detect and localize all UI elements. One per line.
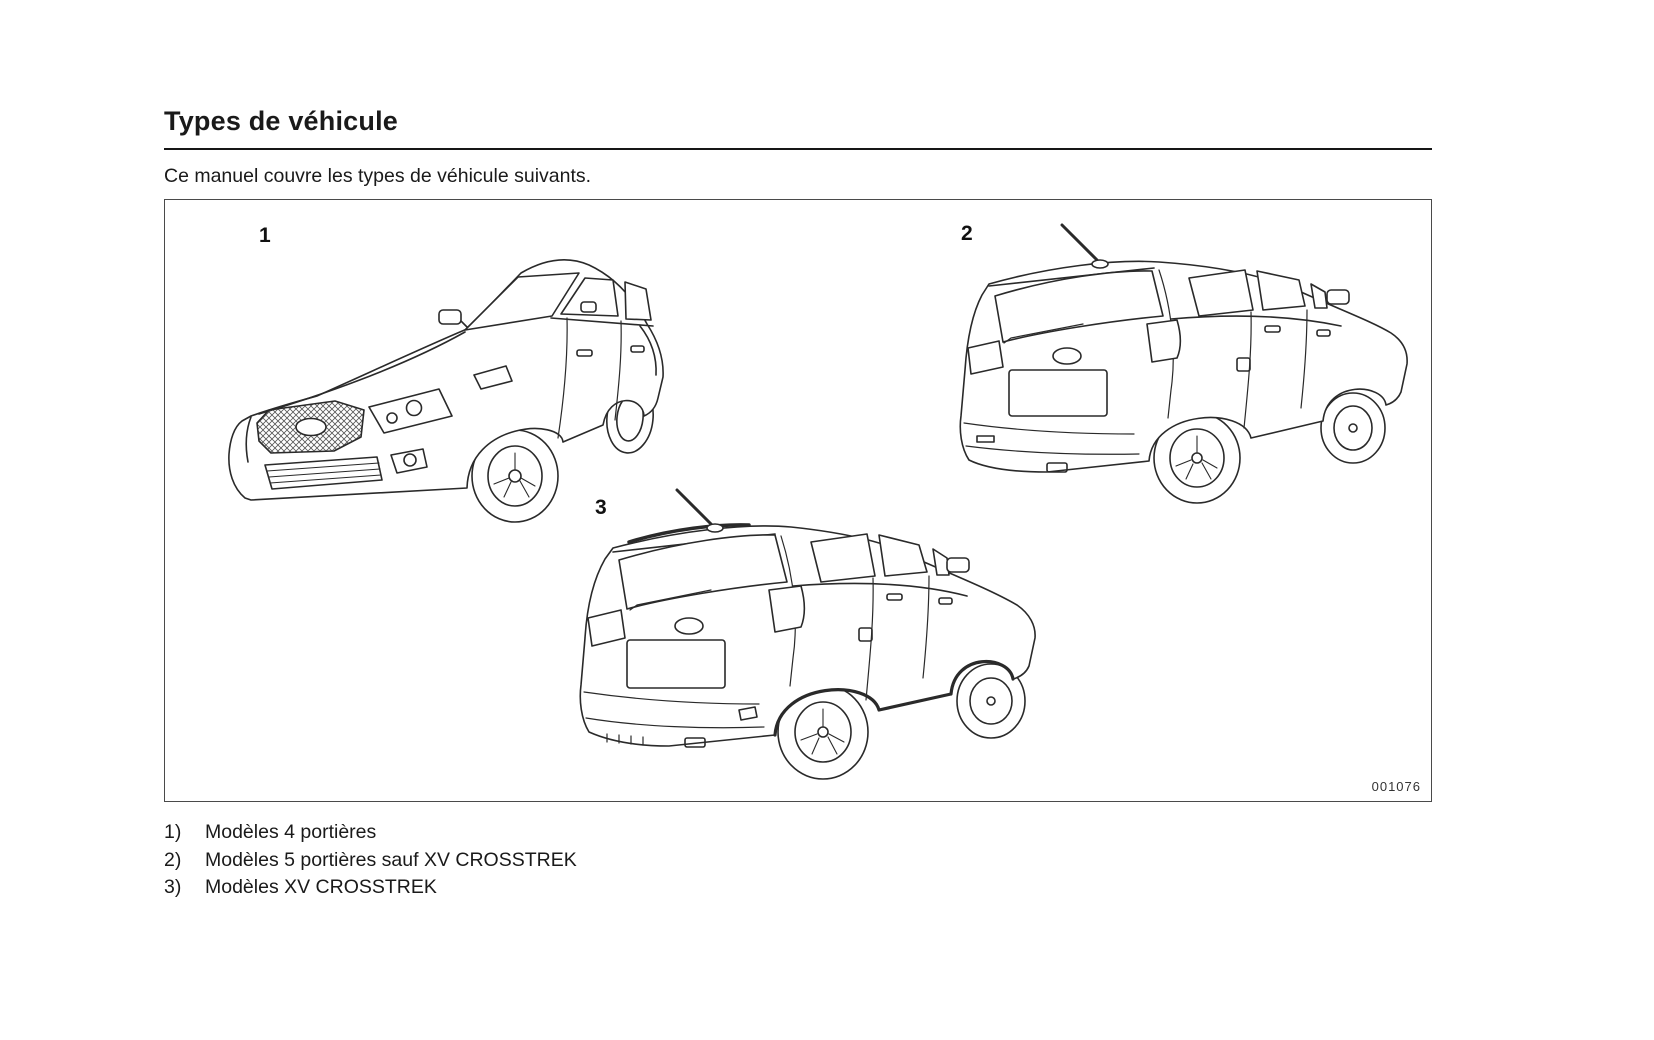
legend-item: 2) Modèles 5 portières sauf XV CROSSTREK: [164, 847, 1432, 875]
legend-item-number: 1): [164, 821, 182, 843]
legend-item-number: 2): [164, 848, 182, 871]
car-3-crosstrek-illustration: [579, 488, 1036, 780]
page-content: Types de véhicule Ce manuel couvre les t…: [164, 106, 1432, 902]
legend-item-text: Modèles XV CROSSTREK: [205, 876, 437, 898]
figure-label-3: 3: [595, 496, 607, 519]
legend-item-number: 3): [164, 876, 182, 898]
car-1-sedan-illustration: [228, 259, 664, 523]
figure-label-1: 1: [259, 224, 271, 247]
figure-code: 001076: [1371, 779, 1421, 794]
page-title: Types de véhicule: [164, 106, 1432, 150]
figure-legend: 1) Modèles 4 portières 2) Modèles 5 port…: [164, 819, 1432, 902]
car-2-hatchback-illustration: [959, 223, 1408, 504]
legend-item: 3) Modèles XV CROSSTREK: [164, 874, 1432, 902]
intro-text: Ce manuel couvre les types de véhicule s…: [164, 165, 592, 187]
figure-label-2: 2: [961, 222, 973, 245]
legend-item-text: Modèles 5 portières sauf XV CROSSTREK: [205, 848, 577, 871]
vehicle-types-figure: 1 2 3: [164, 199, 1432, 802]
legend-item: 1) Modèles 4 portières: [164, 819, 1432, 847]
legend-item-text: Modèles 4 portières: [205, 821, 377, 843]
